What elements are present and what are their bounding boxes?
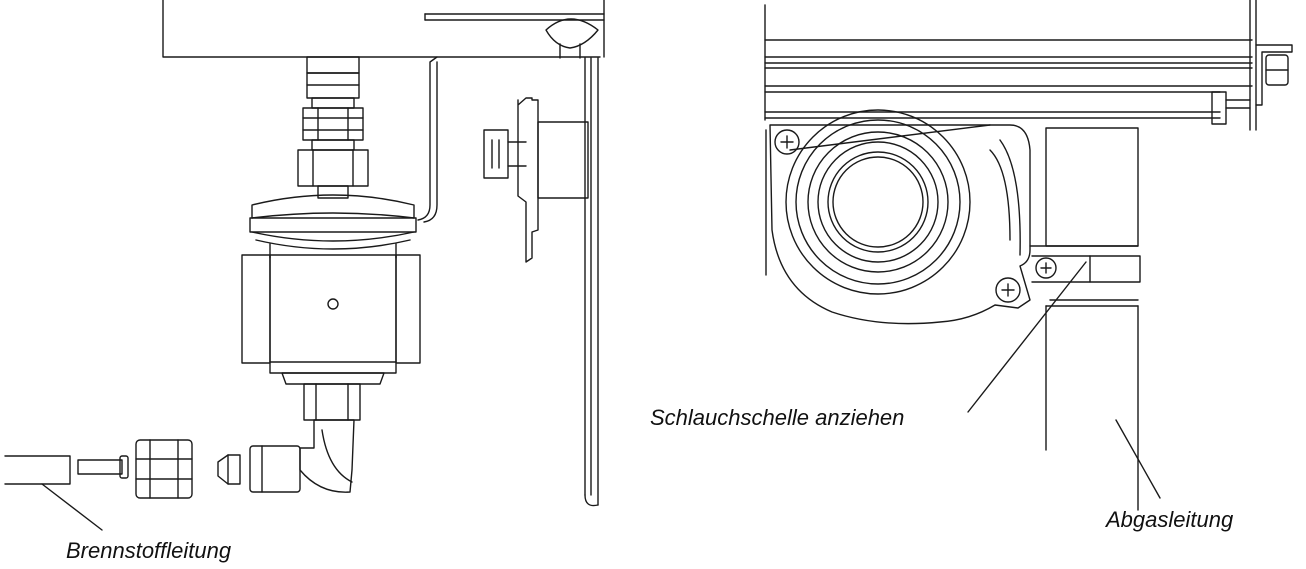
exhaust-line-label: Abgasleitung — [1104, 507, 1234, 532]
fuel-line-leader — [41, 483, 103, 531]
hose-clamp-leader — [967, 261, 1087, 413]
hose-clamp-label: Schlauchschelle anziehen — [650, 405, 904, 430]
fuel-line-label: Brennstoffleitung — [66, 538, 232, 563]
fuel-pump-assembly — [4, 0, 605, 507]
burner-blower-assembly — [764, 0, 1293, 511]
exhaust-line-leader — [1115, 419, 1161, 499]
